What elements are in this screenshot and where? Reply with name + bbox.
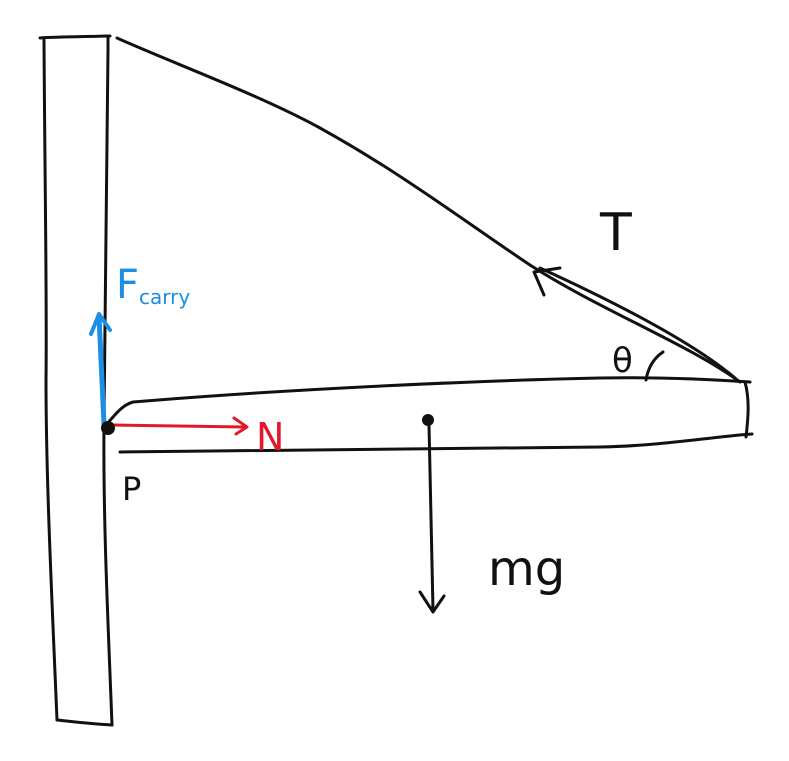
carry-force-subscript: carry: [139, 285, 190, 309]
carry-force-label: Fcarry: [116, 262, 190, 309]
cable: [115, 36, 742, 384]
carry-force-symbol: F: [116, 262, 139, 308]
cable-lower-strand: [538, 266, 737, 380]
pivot-point: [101, 421, 115, 435]
tension-arrowhead: [532, 266, 562, 297]
beam: [104, 376, 754, 454]
center-of-mass: [422, 414, 434, 426]
angle-arc: [644, 350, 665, 382]
tension-label: T: [599, 203, 632, 263]
weight-arrow: [418, 423, 446, 614]
normal-label: N: [256, 415, 284, 459]
pivot-label: P: [122, 470, 141, 508]
carry-force-arrow: [89, 312, 112, 427]
angle-label: θ: [612, 341, 633, 381]
weight-label: mg: [488, 541, 565, 597]
normal-force-arrow: [110, 416, 249, 436]
